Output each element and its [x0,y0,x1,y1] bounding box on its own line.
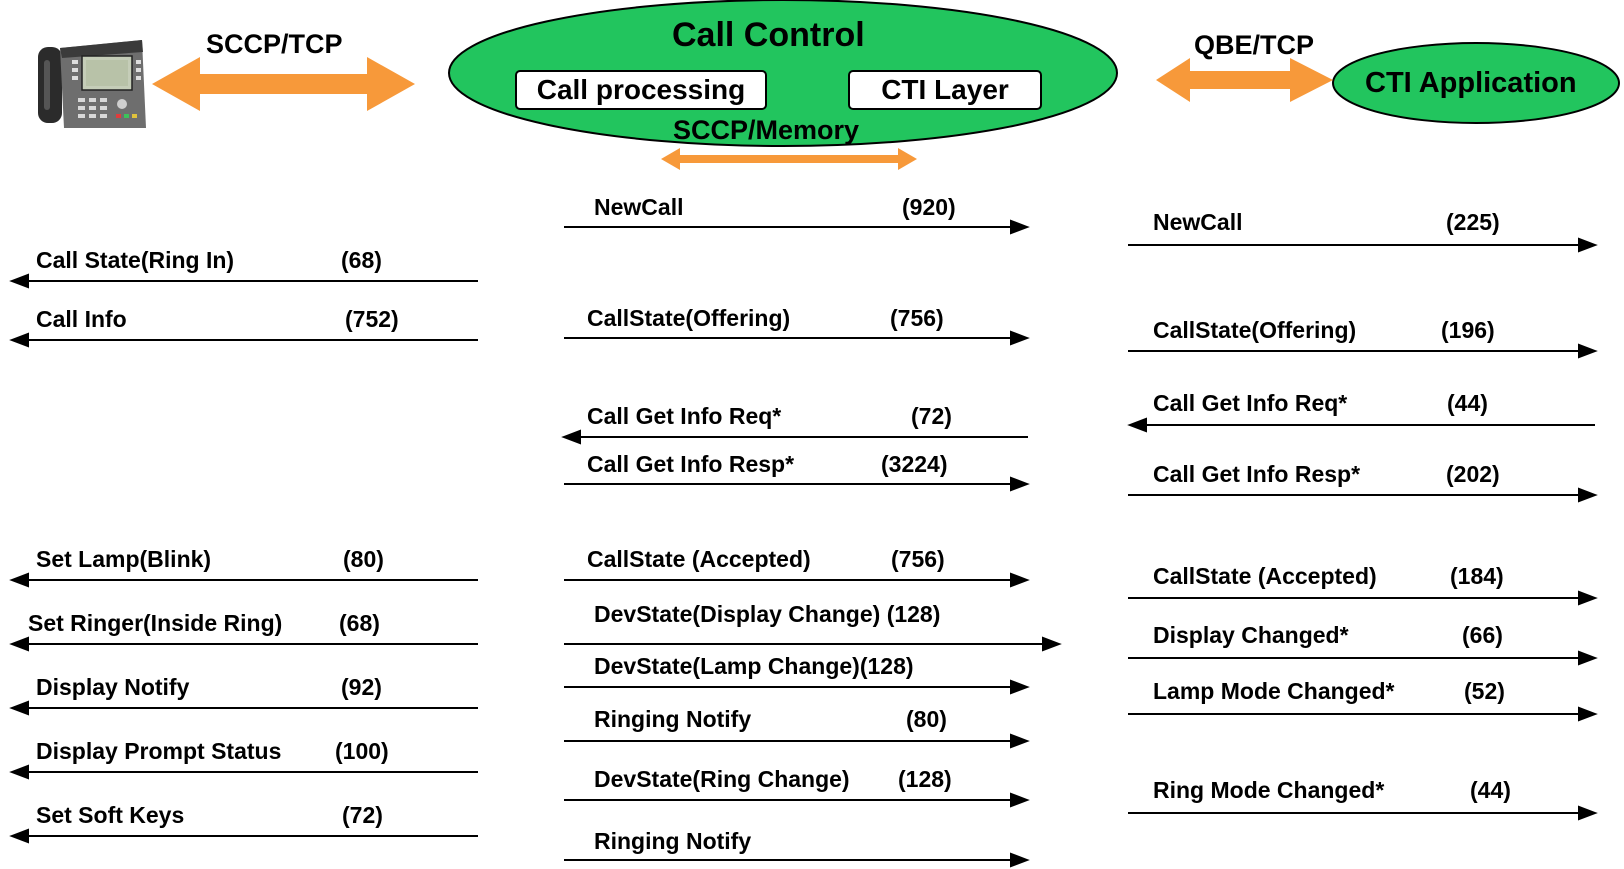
cti-layer-box: CTI Layer [848,70,1042,110]
phone-msg-name: Display Prompt Status [36,738,282,764]
memory-msg-size: (3224) [881,451,948,477]
sccp-tcp-double-arrow [152,57,415,111]
phone-msg-name: Set Ringer(Inside Ring) [28,610,283,636]
phone-msg-size: (100) [335,738,389,764]
app-msg-name: Ring Mode Changed* [1153,777,1385,803]
protocol-label-left: SCCP/TCP [206,29,343,59]
memory-msg-size: (80) [906,706,947,732]
memory-message-arrows [561,219,1062,868]
phone-msg-name: Set Soft Keys [36,802,185,828]
app-msg-size: (196) [1441,317,1495,343]
memory-msg-name: DevState(Lamp Change)(128) [594,653,914,679]
memory-msg-name: Ringing Notify [594,706,752,732]
app-msg-name: Call Get Info Req* [1153,390,1348,416]
sccp-memory-double-arrow [661,148,917,170]
protocol-label-memory: SCCP/Memory [673,115,860,145]
cti-application-label: CTI Application [1365,67,1577,99]
app-message-arrows [1127,237,1598,821]
memory-msg-name: Call Get Info Resp* [587,451,795,477]
phone-msg-size: (80) [343,546,384,572]
phone-msg-name: Call Info [36,306,127,332]
app-msg-name: Lamp Mode Changed* [1153,678,1395,704]
phone-msg-size: (92) [341,674,382,700]
phone-msg-name: Call State(Ring In) [36,247,235,273]
app-msg-name: CallState(Offering) [1153,317,1357,343]
memory-msg-name: CallState (Accepted) [587,546,811,572]
memory-msg-size: (72) [911,403,952,429]
app-msg-size: (225) [1446,209,1500,235]
call-control-title: Call Control [672,16,865,54]
memory-msg-name: DevState(Display Change) (128) [594,601,941,627]
memory-msg-size: (920) [902,194,956,220]
app-msg-size: (52) [1464,678,1505,704]
memory-msg-name: Ringing Notify [594,828,752,854]
phone-msg-size: (68) [341,247,382,273]
phone-message-arrows [9,273,478,844]
app-msg-name: CallState (Accepted) [1153,563,1377,589]
ip-phone-icon [38,40,146,128]
qbe-tcp-double-arrow [1156,58,1333,102]
memory-msg-name: NewCall [594,194,684,220]
memory-msg-name: CallState(Offering) [587,305,791,331]
app-msg-name: Call Get Info Resp* [1153,461,1361,487]
memory-msg-size: (756) [890,305,944,331]
app-msg-name: NewCall [1153,209,1243,235]
app-msg-name: Display Changed* [1153,622,1349,648]
protocol-label-right: QBE/TCP [1194,30,1315,60]
phone-msg-size: (72) [342,802,383,828]
app-msg-size: (44) [1470,777,1511,803]
phone-msg-name: Display Notify [36,674,190,700]
cti-application-ellipse [1332,42,1620,124]
phone-msg-name: Set Lamp(Blink) [36,546,212,572]
memory-msg-size: (128) [898,766,952,792]
call-processing-box: Call processing [515,70,767,110]
phone-msg-size: (68) [339,610,380,636]
app-msg-size: (66) [1462,622,1503,648]
app-msg-size: (202) [1446,461,1500,487]
app-msg-size: (44) [1447,390,1488,416]
phone-msg-size: (752) [345,306,399,332]
app-msg-size: (184) [1450,563,1504,589]
memory-msg-name: Call Get Info Req* [587,403,782,429]
memory-msg-name: DevState(Ring Change) [594,766,850,792]
memory-msg-size: (756) [891,546,945,572]
